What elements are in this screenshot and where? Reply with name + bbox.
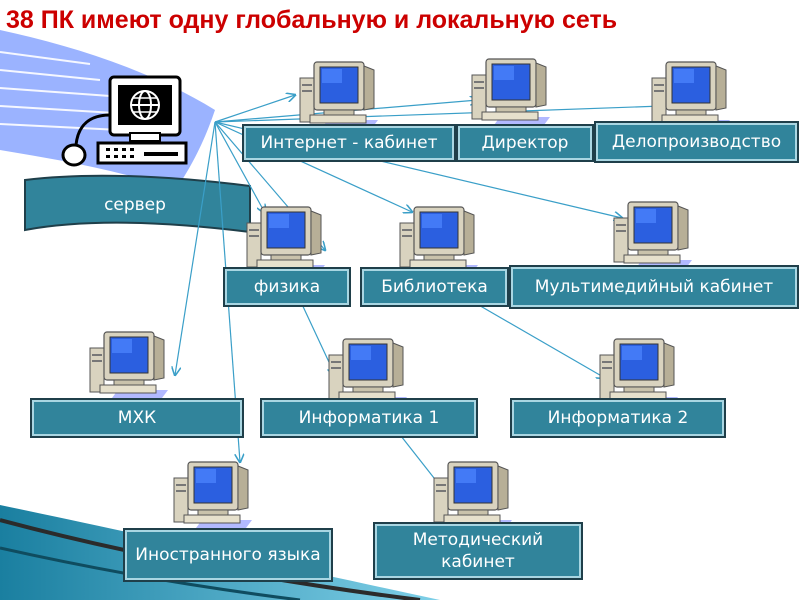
computer-icon [432,458,514,530]
node-internet: Интернет - кабинет [242,124,456,162]
node-multimedia: Мультимедийный кабинет [509,265,799,309]
node-informatics2: Информатика 2 [510,398,726,438]
node-label: МХК [117,408,157,428]
computer-icon [398,203,480,275]
node-label: Библиотека [381,277,488,297]
page-title: 38 ПК имеют одну глобальную и локальную … [6,6,618,34]
node-label: Директор [481,133,569,153]
globe-computer-icon [60,75,190,170]
node-label: Делопроизводство [611,132,782,152]
node-foreign: Иностранного языка [123,528,333,582]
node-library: Библиотека [360,267,509,307]
node-label: Методический кабинет [412,530,544,572]
computer-icon [298,58,380,130]
node-label: физика [253,277,321,297]
node-label: Мультимедийный кабинет [534,277,774,297]
node-methodical: Методический кабинет [373,522,583,580]
node-label: Информатика 2 [547,408,689,428]
server-label: сервер [104,195,166,215]
computer-icon [88,328,170,400]
computer-icon [470,55,552,127]
computer-icon [172,458,254,530]
computer-icon [327,335,409,407]
computer-icon [612,198,694,270]
node-label: Иностранного языка [135,545,321,565]
node-mhk: МХК [30,398,244,438]
node-office: Делопроизводство [594,121,799,163]
computer-icon [245,203,327,275]
node-informatics1: Информатика 1 [260,398,478,438]
node-label: Интернет - кабинет [260,133,438,153]
computer-icon [598,335,680,407]
node-label: Информатика 1 [298,408,440,428]
computer-icon [650,58,732,130]
node-physics: физика [223,267,351,307]
node-director: Директор [456,124,594,162]
